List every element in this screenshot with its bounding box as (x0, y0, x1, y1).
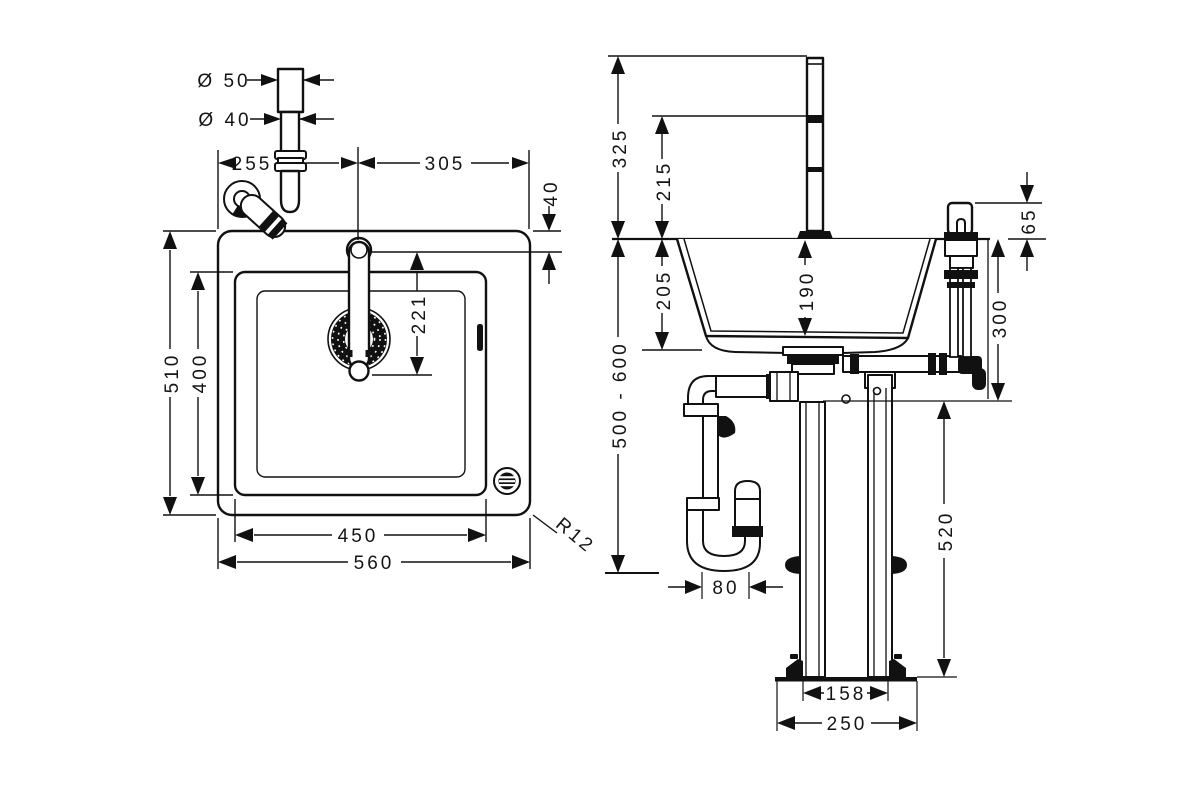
foot-right (889, 659, 906, 677)
tailpiece-50 (276, 67, 305, 114)
front-view-dimensions: 325 215 205 190 65 (605, 55, 1046, 735)
dim-520: 520 (936, 401, 957, 677)
dim-300: 300 (990, 239, 1011, 401)
tap-column (797, 56, 833, 239)
dim-158: 158 (803, 684, 888, 705)
bowl-shell-bottom (705, 335, 909, 354)
ext-lines-offsets (372, 230, 562, 376)
dim-label-255: 255 (232, 154, 273, 175)
dim-label-r12: R12 (551, 514, 598, 558)
ext-lines-depth (163, 230, 233, 516)
dim-corner-radius: R12 (532, 514, 599, 558)
bowl-section-inner (683, 238, 931, 334)
remote-handle (944, 201, 989, 399)
ext-lines-lower (701, 400, 1012, 731)
front-view-sink (612, 56, 990, 682)
ext-lines-width (217, 147, 530, 240)
dim-label-305: 305 (425, 154, 466, 175)
flex-connector (239, 193, 288, 240)
dim-500-600: 500 - 600 (610, 239, 631, 573)
dim-205: 205 (654, 239, 675, 350)
dim-label-300: 300 (990, 298, 1011, 339)
dim-190: 190 (797, 240, 818, 336)
dim-215: 215 (654, 116, 675, 239)
dim-label-450: 450 (338, 526, 379, 547)
frame-rail-left (799, 401, 826, 678)
dim-label-400: 400 (190, 353, 211, 394)
dim-40: 40 (541, 179, 562, 284)
dim-label-510: 510 (162, 353, 183, 394)
dim-label-520: 520 (936, 511, 957, 552)
tap-lever-top (345, 236, 373, 382)
dim-label-560: 560 (354, 553, 395, 574)
dim-510-400: 510 400 (162, 231, 211, 515)
tap-shank-and-trap-top (223, 67, 307, 240)
dim-label-65: 65 (1019, 207, 1040, 234)
drain-control-knob (493, 467, 521, 495)
wall-anchor-right (892, 556, 907, 574)
dim-label-d50: Ø 50 (197, 71, 250, 92)
tap-base-flange (797, 231, 833, 239)
top-view-dimensions: Ø 50 Ø 40 255 305 40 510 (162, 71, 599, 574)
dim-label-205: 205 (654, 270, 675, 311)
dim-325: 325 (610, 56, 631, 239)
dim-label-215: 215 (654, 161, 675, 202)
foot-left (786, 659, 803, 677)
tailpiece-40 (279, 110, 301, 155)
overflow-slot (477, 324, 483, 351)
dim-label-500-600: 500 - 600 (610, 341, 631, 448)
dim-label-80: 80 (712, 578, 739, 599)
dim-label-221: 221 (409, 294, 430, 335)
dim-label-190: 190 (797, 271, 818, 312)
siphon-trap (683, 371, 799, 572)
ext-lines-heights (608, 55, 1046, 351)
dim-80: 80 (668, 578, 783, 599)
top-view-sink (216, 229, 532, 517)
drain-assembly (782, 346, 844, 375)
coupling-nut (274, 150, 307, 172)
dim-label-158: 158 (826, 684, 867, 705)
frame-rail-right (867, 374, 893, 678)
dim-label-d40: Ø 40 (198, 110, 251, 131)
dim-tailpiece-diameters: Ø 50 Ø 40 (197, 71, 334, 131)
angle-valve (718, 416, 736, 438)
bolt-hole (841, 394, 851, 404)
connection-pipe-right (842, 353, 986, 390)
dim-label-325: 325 (610, 128, 631, 169)
wall-anchor-left (785, 556, 800, 574)
dim-label-40: 40 (541, 179, 562, 206)
bowl-section-outer (675, 238, 938, 340)
shank-pipe (279, 169, 301, 214)
dim-221: 221 (409, 252, 430, 375)
dim-250: 250 (777, 714, 917, 735)
ext-lines-bottom (217, 499, 531, 569)
dim-label-250: 250 (827, 714, 868, 735)
mounting-frame (775, 371, 917, 682)
bolt-hole (872, 386, 882, 396)
dim-450-560: 450 560 (218, 526, 530, 574)
base-plate (775, 677, 917, 682)
dim-255-305: 255 305 (218, 154, 529, 175)
dim-65: 65 (1019, 172, 1040, 271)
